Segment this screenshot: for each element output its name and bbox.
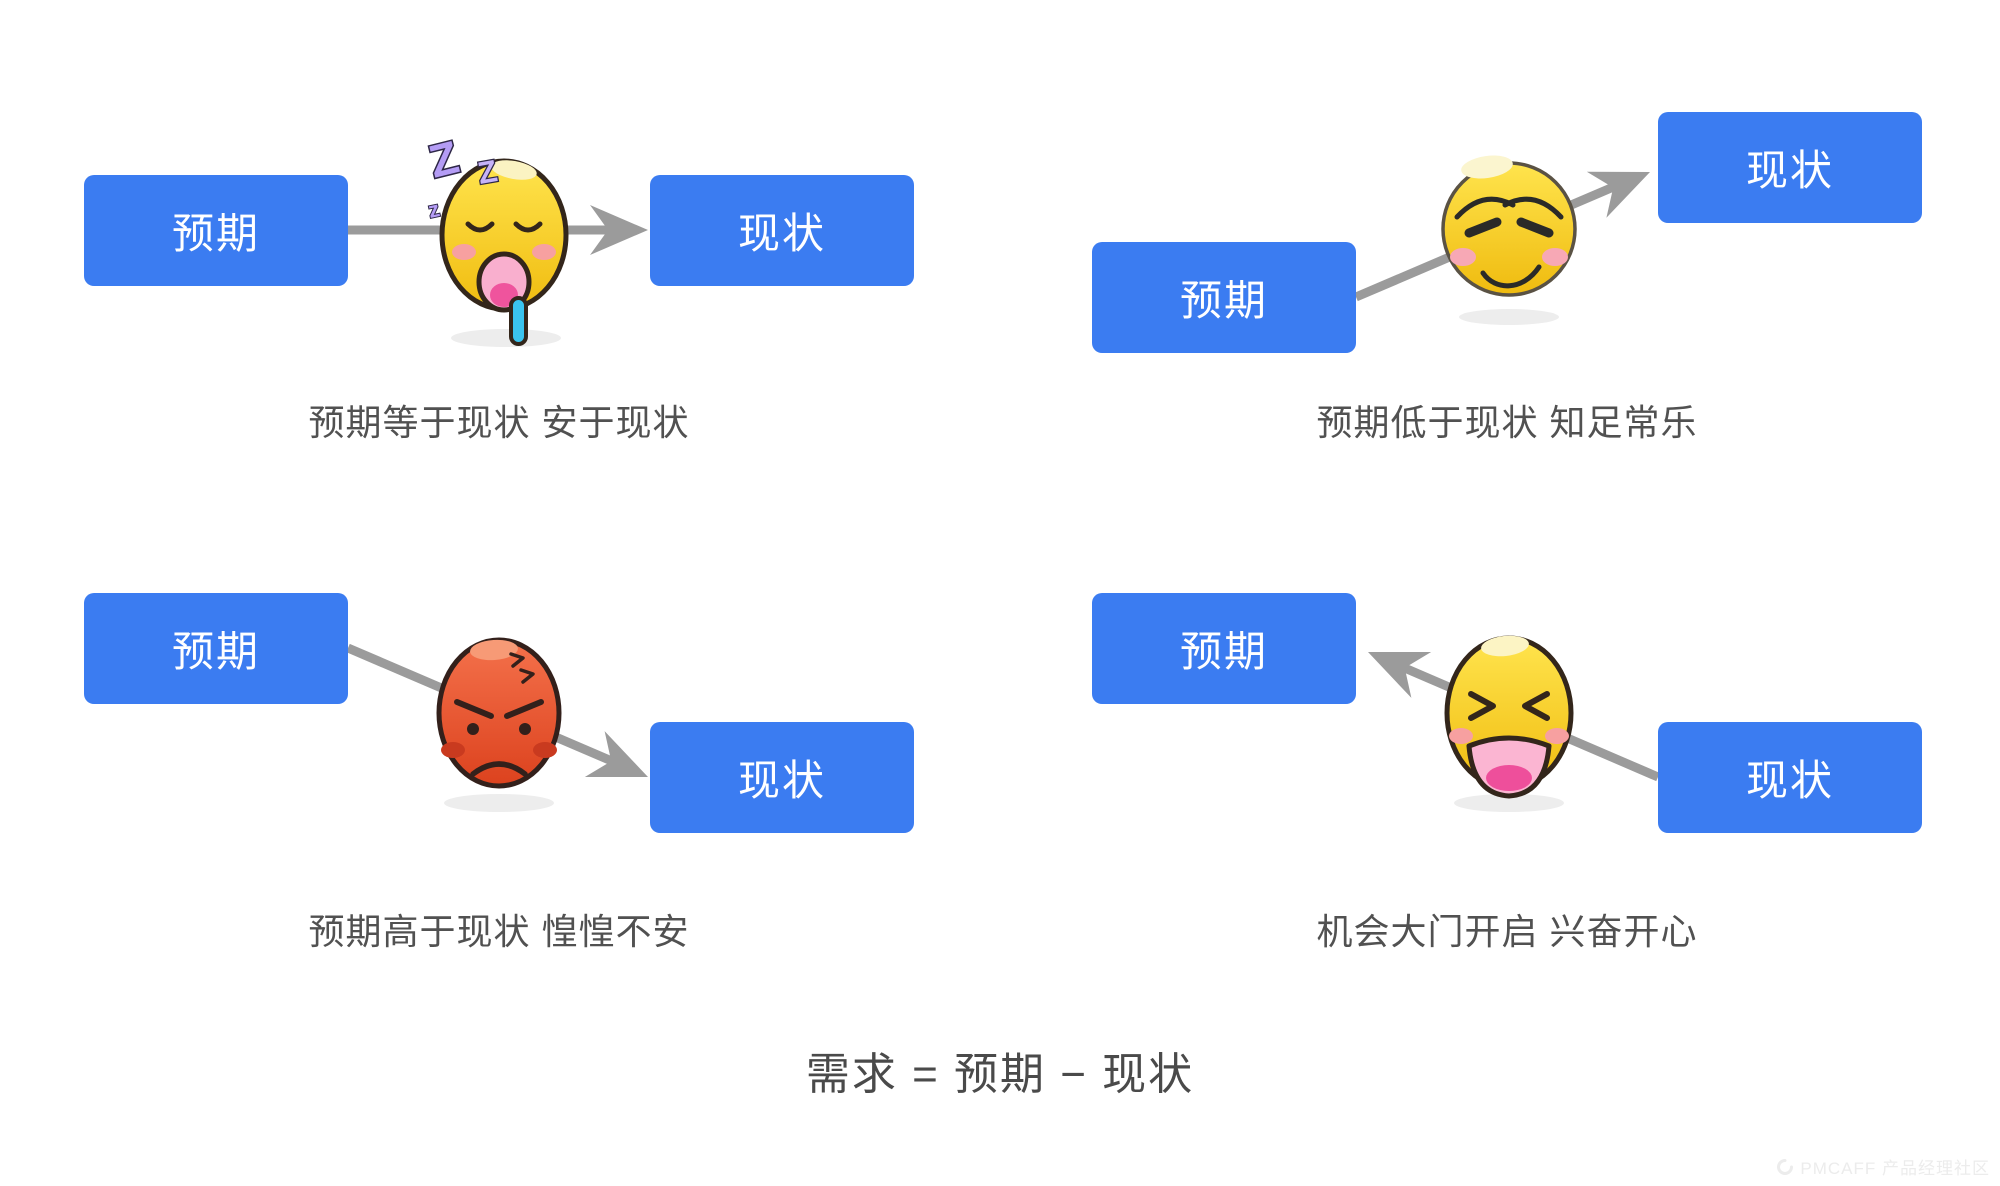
watermark-text: PMCAFF 产品经理社区 [1800, 1159, 1990, 1178]
expect-box-q4: 预期 [1092, 593, 1356, 704]
status-box-q1: 现状 [650, 175, 914, 286]
expect-label: 预期 [171, 210, 260, 257]
laughing-face-emoji [1444, 635, 1574, 812]
caption-q2: 预期低于现状 知足常乐 [1316, 402, 1698, 443]
status-box-q4: 现状 [1658, 722, 1922, 833]
smug-face-emoji [1441, 155, 1577, 325]
status-label: 现状 [737, 210, 826, 257]
expect-label: 预期 [1179, 277, 1268, 324]
status-box-q3: 现状 [650, 722, 914, 833]
expect-box-q1: 预期 [84, 175, 348, 286]
caption-q1: 预期等于现状 安于现状 [308, 402, 690, 443]
expect-box-q2: 预期 [1092, 242, 1356, 353]
status-label: 现状 [1745, 147, 1834, 194]
expect-box-q3: 预期 [84, 593, 348, 704]
caption-q4: 机会大门开启 兴奋开心 [1316, 911, 1698, 952]
sleep-z-icon: Z [424, 130, 464, 187]
expect-label: 预期 [171, 628, 260, 675]
watermark: PMCAFF 产品经理社区 [1776, 1154, 1990, 1179]
status-label: 现状 [737, 757, 826, 804]
pmcaff-logo-icon [1777, 1158, 1794, 1175]
sleeping-face-emoji: Z Z z [422, 129, 569, 347]
angry-face-emoji [436, 637, 562, 812]
formula-text: 需求 = 预期 − 现状 [805, 1050, 1195, 1099]
status-label: 现状 [1745, 757, 1834, 804]
sleep-z-icon: z [426, 196, 442, 223]
status-box-q2: 现状 [1658, 112, 1922, 223]
expect-label: 预期 [1179, 628, 1268, 675]
caption-q3: 预期高于现状 惶惶不安 [308, 911, 690, 952]
